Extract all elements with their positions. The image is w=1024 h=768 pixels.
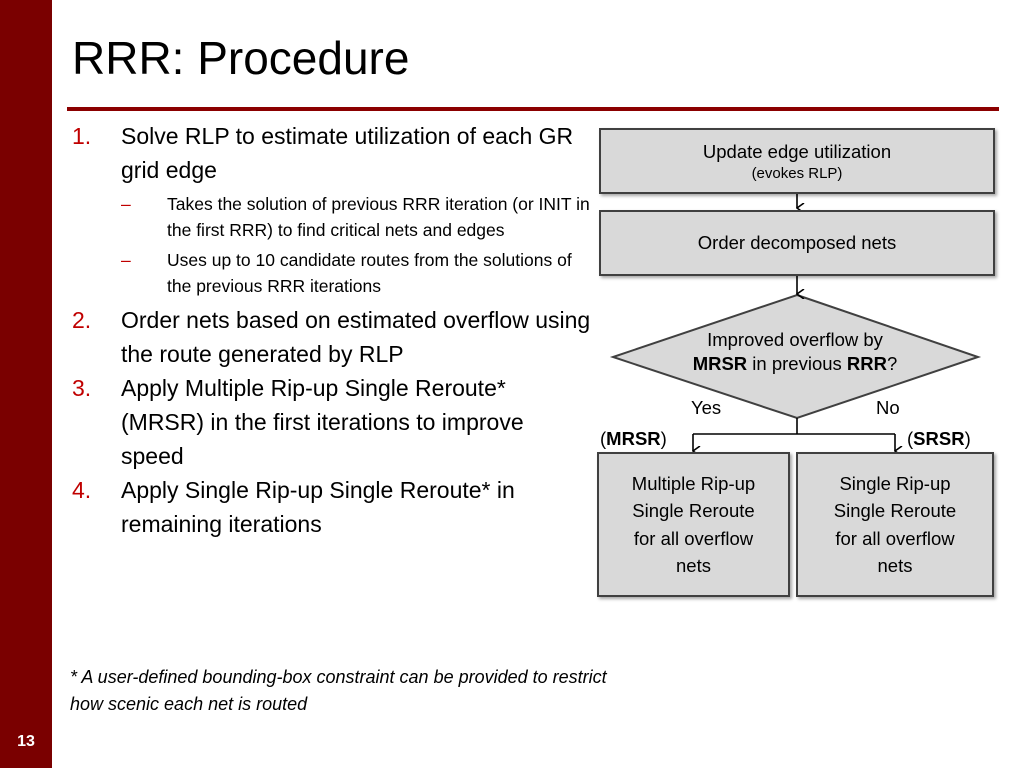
decision-end: ? bbox=[887, 353, 898, 374]
srsr-tag: (SRSR) bbox=[907, 428, 971, 450]
srsr-box-line: nets bbox=[877, 555, 913, 576]
mrsr-tag: (MRSR) bbox=[600, 428, 667, 450]
decision-line-1: Improved overflow by bbox=[707, 329, 883, 350]
sub-bullet-text: Uses up to 10 candidate routes from the … bbox=[167, 250, 572, 296]
mrsr-box-line: Single Reroute bbox=[632, 500, 755, 521]
srsr-box: Single Rip-up Single Reroute for all ove… bbox=[796, 452, 994, 597]
mrsr-box-line: nets bbox=[676, 555, 711, 576]
sub-bullet-dash: – bbox=[121, 194, 131, 214]
mrsr-box-line: Multiple Rip-up bbox=[631, 472, 756, 494]
update-box-sub: (evokes RLP) bbox=[751, 164, 843, 182]
sub-bullet-item: – Takes the solution of previous RRR ite… bbox=[121, 191, 592, 243]
bullet-text: Apply Multiple Rip-up Single Reroute* (M… bbox=[121, 375, 524, 469]
order-box-label: Order decomposed nets bbox=[697, 232, 897, 253]
decision-mrsr: MRSR bbox=[692, 353, 748, 374]
bullet-text: Solve RLP to estimate utilization of eac… bbox=[121, 123, 574, 183]
title-underline bbox=[67, 107, 999, 111]
sub-bullet-text: Takes the solution of previous RRR itera… bbox=[167, 194, 590, 240]
yes-label: Yes bbox=[691, 397, 722, 418]
bullet-item-2: 2. Order nets based on estimated overflo… bbox=[72, 303, 592, 371]
sub-bullet-dash: – bbox=[121, 250, 131, 270]
srsr-box-line: Single Rip-up bbox=[839, 472, 951, 494]
page-number: 13 bbox=[17, 733, 35, 750]
bullet-number: 1. bbox=[72, 123, 92, 149]
bullet-number: 2. bbox=[72, 307, 92, 333]
srsr-box-line: for all overflow bbox=[835, 527, 955, 549]
bullet-item-4: 4. Apply Single Rip-up Single Reroute* i… bbox=[72, 473, 592, 541]
paren-close: ) bbox=[964, 428, 971, 449]
paren-open: ( bbox=[600, 428, 607, 449]
update-box-main: Update edge utilization bbox=[702, 140, 892, 162]
srsr-box-line: Single Reroute bbox=[833, 500, 957, 521]
decision-rrr: RRR bbox=[846, 353, 888, 374]
update-edge-utilization-box: Update edge utilization (evokes RLP) bbox=[599, 128, 995, 194]
srsr-tag-text: SRSR bbox=[913, 428, 965, 449]
mrsr-box-line: for all overflow bbox=[633, 527, 754, 549]
decision-line-2: MRSR in previous RRR? bbox=[640, 352, 950, 376]
sub-bullet-list: – Takes the solution of previous RRR ite… bbox=[121, 191, 592, 299]
bullet-list: 1. Solve RLP to estimate utilization of … bbox=[72, 119, 592, 541]
sidebar-band: 13 bbox=[0, 0, 52, 768]
paren-open: ( bbox=[907, 428, 914, 449]
decision-question: Improved overflow by MRSR in previous RR… bbox=[640, 328, 950, 376]
bullet-item-3: 3. Apply Multiple Rip-up Single Reroute*… bbox=[72, 371, 592, 473]
bullet-item-1: 1. Solve RLP to estimate utilization of … bbox=[72, 119, 592, 299]
footnote: * A user-defined bounding-box constraint… bbox=[70, 667, 607, 714]
mrsr-tag-text: MRSR bbox=[606, 428, 661, 449]
bullet-text: Order nets based on estimated overflow u… bbox=[121, 307, 591, 367]
bullet-number: 4. bbox=[72, 477, 92, 503]
no-label: No bbox=[876, 397, 900, 418]
paren-close: ) bbox=[660, 428, 667, 449]
slide-title: RRR: Procedure bbox=[72, 32, 410, 84]
mrsr-box: Multiple Rip-up Single Reroute for all o… bbox=[597, 452, 790, 597]
bullet-text: Apply Single Rip-up Single Reroute* in r… bbox=[121, 477, 515, 537]
order-decomposed-nets-box: Order decomposed nets bbox=[599, 210, 995, 276]
sub-bullet-item: – Uses up to 10 candidate routes from th… bbox=[121, 247, 592, 299]
bullet-number: 3. bbox=[72, 375, 92, 401]
decision-mid: in previous bbox=[747, 353, 847, 374]
